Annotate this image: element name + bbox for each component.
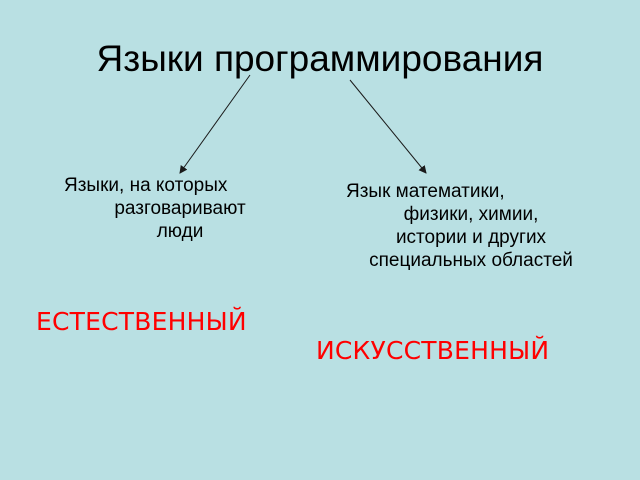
natural-language-description: Языки, на которых разговаривают люди [60,174,300,243]
description-line: люди [156,221,204,242]
description-line: Языки, на которых [64,175,228,196]
arrow-right-icon [349,79,427,174]
description-line: Язык математики, [346,181,505,202]
description-line: разговаривают [114,198,246,219]
term-natural: ЕСТЕСТВЕННЫЙ [36,307,247,336]
description-line: физики, химии, [403,204,539,225]
arrow-left-icon [179,74,251,174]
description-line: истории и других [395,227,547,248]
artificial-language-description: Язык математики, физики, химии, истории … [336,180,606,272]
slide-title: Языки программирования [96,38,544,79]
term-artificial: ИСКУССТВЕННЫЙ [316,336,550,365]
description-line: специальных областей [369,250,573,271]
